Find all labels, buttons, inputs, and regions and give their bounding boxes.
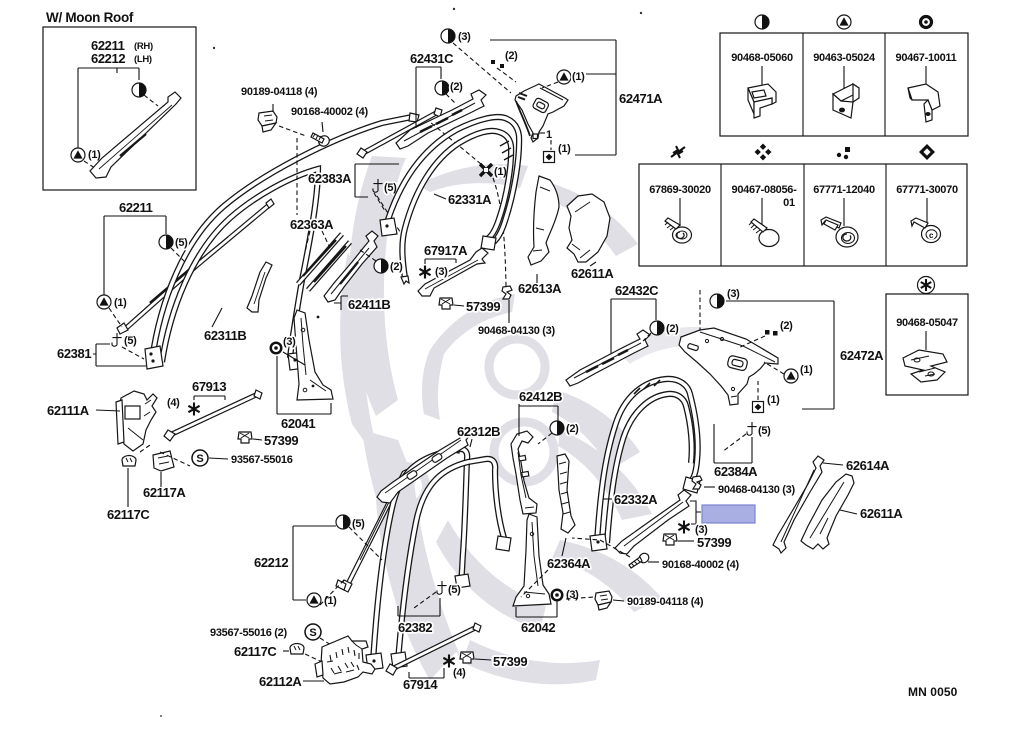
svg-text:(LH): (LH): [134, 54, 152, 65]
svg-text:90168-40002 (4): 90168-40002 (4): [662, 559, 739, 571]
svg-text:67917A: 67917A: [424, 243, 468, 258]
svg-text:67869-30020: 67869-30020: [649, 184, 711, 196]
svg-text:90467-08056-: 90467-08056-: [732, 184, 798, 196]
svg-text:62117C: 62117C: [234, 644, 277, 659]
svg-text:57399: 57399: [264, 433, 298, 448]
svg-text:62472A: 62472A: [840, 348, 884, 363]
svg-text:(3): (3): [727, 288, 740, 300]
svg-text:90189-04118 (4): 90189-04118 (4): [241, 86, 318, 98]
svg-text:(2): (2): [780, 320, 793, 332]
svg-text:(4): (4): [453, 667, 466, 679]
svg-text:62212: 62212: [91, 51, 125, 66]
svg-text:(1): (1): [494, 166, 507, 178]
svg-text:(1): (1): [88, 149, 101, 161]
svg-text:(1): (1): [324, 595, 337, 607]
svg-text:62311B: 62311B: [204, 328, 246, 343]
svg-text:(1): (1): [800, 364, 813, 376]
svg-text:62412B: 62412B: [519, 389, 562, 404]
svg-text:62042: 62042: [521, 620, 555, 635]
svg-text:93567-55016: 93567-55016: [231, 454, 293, 466]
svg-text:62041: 62041: [281, 416, 315, 431]
svg-text:(2): (2): [505, 50, 518, 62]
svg-text:62364A: 62364A: [547, 556, 591, 571]
svg-text:(RH): (RH): [134, 41, 153, 52]
svg-text:90463-05024: 90463-05024: [813, 52, 876, 64]
svg-text:62331A: 62331A: [448, 192, 492, 207]
svg-text:(3): (3): [435, 266, 448, 278]
svg-text:(3): (3): [458, 31, 471, 43]
svg-text:90468-04130 (3): 90468-04130 (3): [478, 325, 555, 337]
svg-text:(1): (1): [767, 394, 780, 406]
svg-text:62611A: 62611A: [860, 506, 903, 521]
svg-text:(5): (5): [758, 425, 771, 437]
svg-text:S: S: [196, 453, 203, 465]
svg-text:62332A: 62332A: [614, 492, 658, 507]
svg-text:57399: 57399: [493, 654, 527, 669]
svg-text:(2): (2): [666, 323, 679, 335]
svg-text:62384A: 62384A: [714, 464, 758, 479]
svg-text:62432C: 62432C: [615, 283, 659, 298]
svg-text:67771-12040: 67771-12040: [813, 184, 875, 196]
svg-text:62117A: 62117A: [143, 485, 186, 500]
svg-text:93567-55016 (2): 93567-55016 (2): [210, 627, 287, 639]
svg-text:62431C: 62431C: [410, 51, 454, 66]
svg-text:(3): (3): [283, 336, 296, 348]
svg-text:57399: 57399: [697, 535, 731, 550]
svg-text:(4): (4): [167, 397, 180, 409]
svg-text:62411B: 62411B: [348, 297, 390, 312]
svg-text:(3): (3): [695, 524, 708, 536]
svg-text:01: 01: [783, 197, 795, 209]
svg-text:(1): (1): [572, 71, 585, 83]
svg-text:(2): (2): [450, 81, 463, 93]
svg-text:90467-10011: 90467-10011: [896, 52, 957, 64]
svg-text:(1): (1): [558, 143, 571, 155]
svg-text:67913: 67913: [192, 379, 226, 394]
svg-text:(5): (5): [175, 237, 188, 249]
svg-text:62211: 62211: [91, 38, 125, 53]
svg-text:62614A: 62614A: [846, 458, 890, 473]
svg-text:62312B: 62312B: [457, 424, 500, 439]
svg-text:62471A: 62471A: [619, 91, 663, 106]
svg-text:67914: 67914: [403, 677, 438, 692]
svg-text:62117C: 62117C: [107, 507, 150, 522]
svg-text:62383A: 62383A: [308, 171, 352, 186]
svg-text:(5): (5): [124, 335, 137, 347]
svg-text:1: 1: [546, 129, 552, 141]
svg-text:(1): (1): [114, 297, 127, 309]
svg-text:90468-05047: 90468-05047: [896, 317, 958, 329]
svg-text:(5): (5): [352, 518, 365, 530]
svg-text:(5): (5): [448, 584, 461, 596]
svg-text:62611A: 62611A: [571, 266, 614, 281]
svg-text:62363A: 62363A: [290, 217, 334, 232]
svg-text:90189-04118 (4): 90189-04118 (4): [627, 596, 704, 608]
svg-text:62613A: 62613A: [518, 281, 562, 296]
svg-text:62112A: 62112A: [259, 674, 302, 689]
svg-text:57399: 57399: [466, 299, 500, 314]
svg-text:MN 0050: MN 0050: [908, 685, 958, 699]
svg-text:(2): (2): [390, 261, 403, 273]
svg-text:67771-30070: 67771-30070: [896, 184, 958, 196]
svg-text:62382: 62382: [398, 620, 432, 635]
svg-text:62212: 62212: [254, 555, 288, 570]
svg-text:(5): (5): [384, 182, 397, 194]
svg-text:62381: 62381: [57, 346, 91, 361]
svg-text:90468-05060: 90468-05060: [731, 52, 793, 64]
svg-text:S: S: [309, 627, 316, 639]
svg-text:c: c: [929, 231, 934, 240]
svg-text:62211: 62211: [119, 200, 153, 215]
svg-text:W/ Moon Roof: W/ Moon Roof: [46, 10, 134, 25]
svg-text:(2): (2): [566, 423, 579, 435]
svg-text:90168-40002 (4): 90168-40002 (4): [291, 106, 368, 118]
svg-text:90468-04130 (3): 90468-04130 (3): [718, 484, 795, 496]
svg-text:62111A: 62111A: [47, 403, 90, 418]
